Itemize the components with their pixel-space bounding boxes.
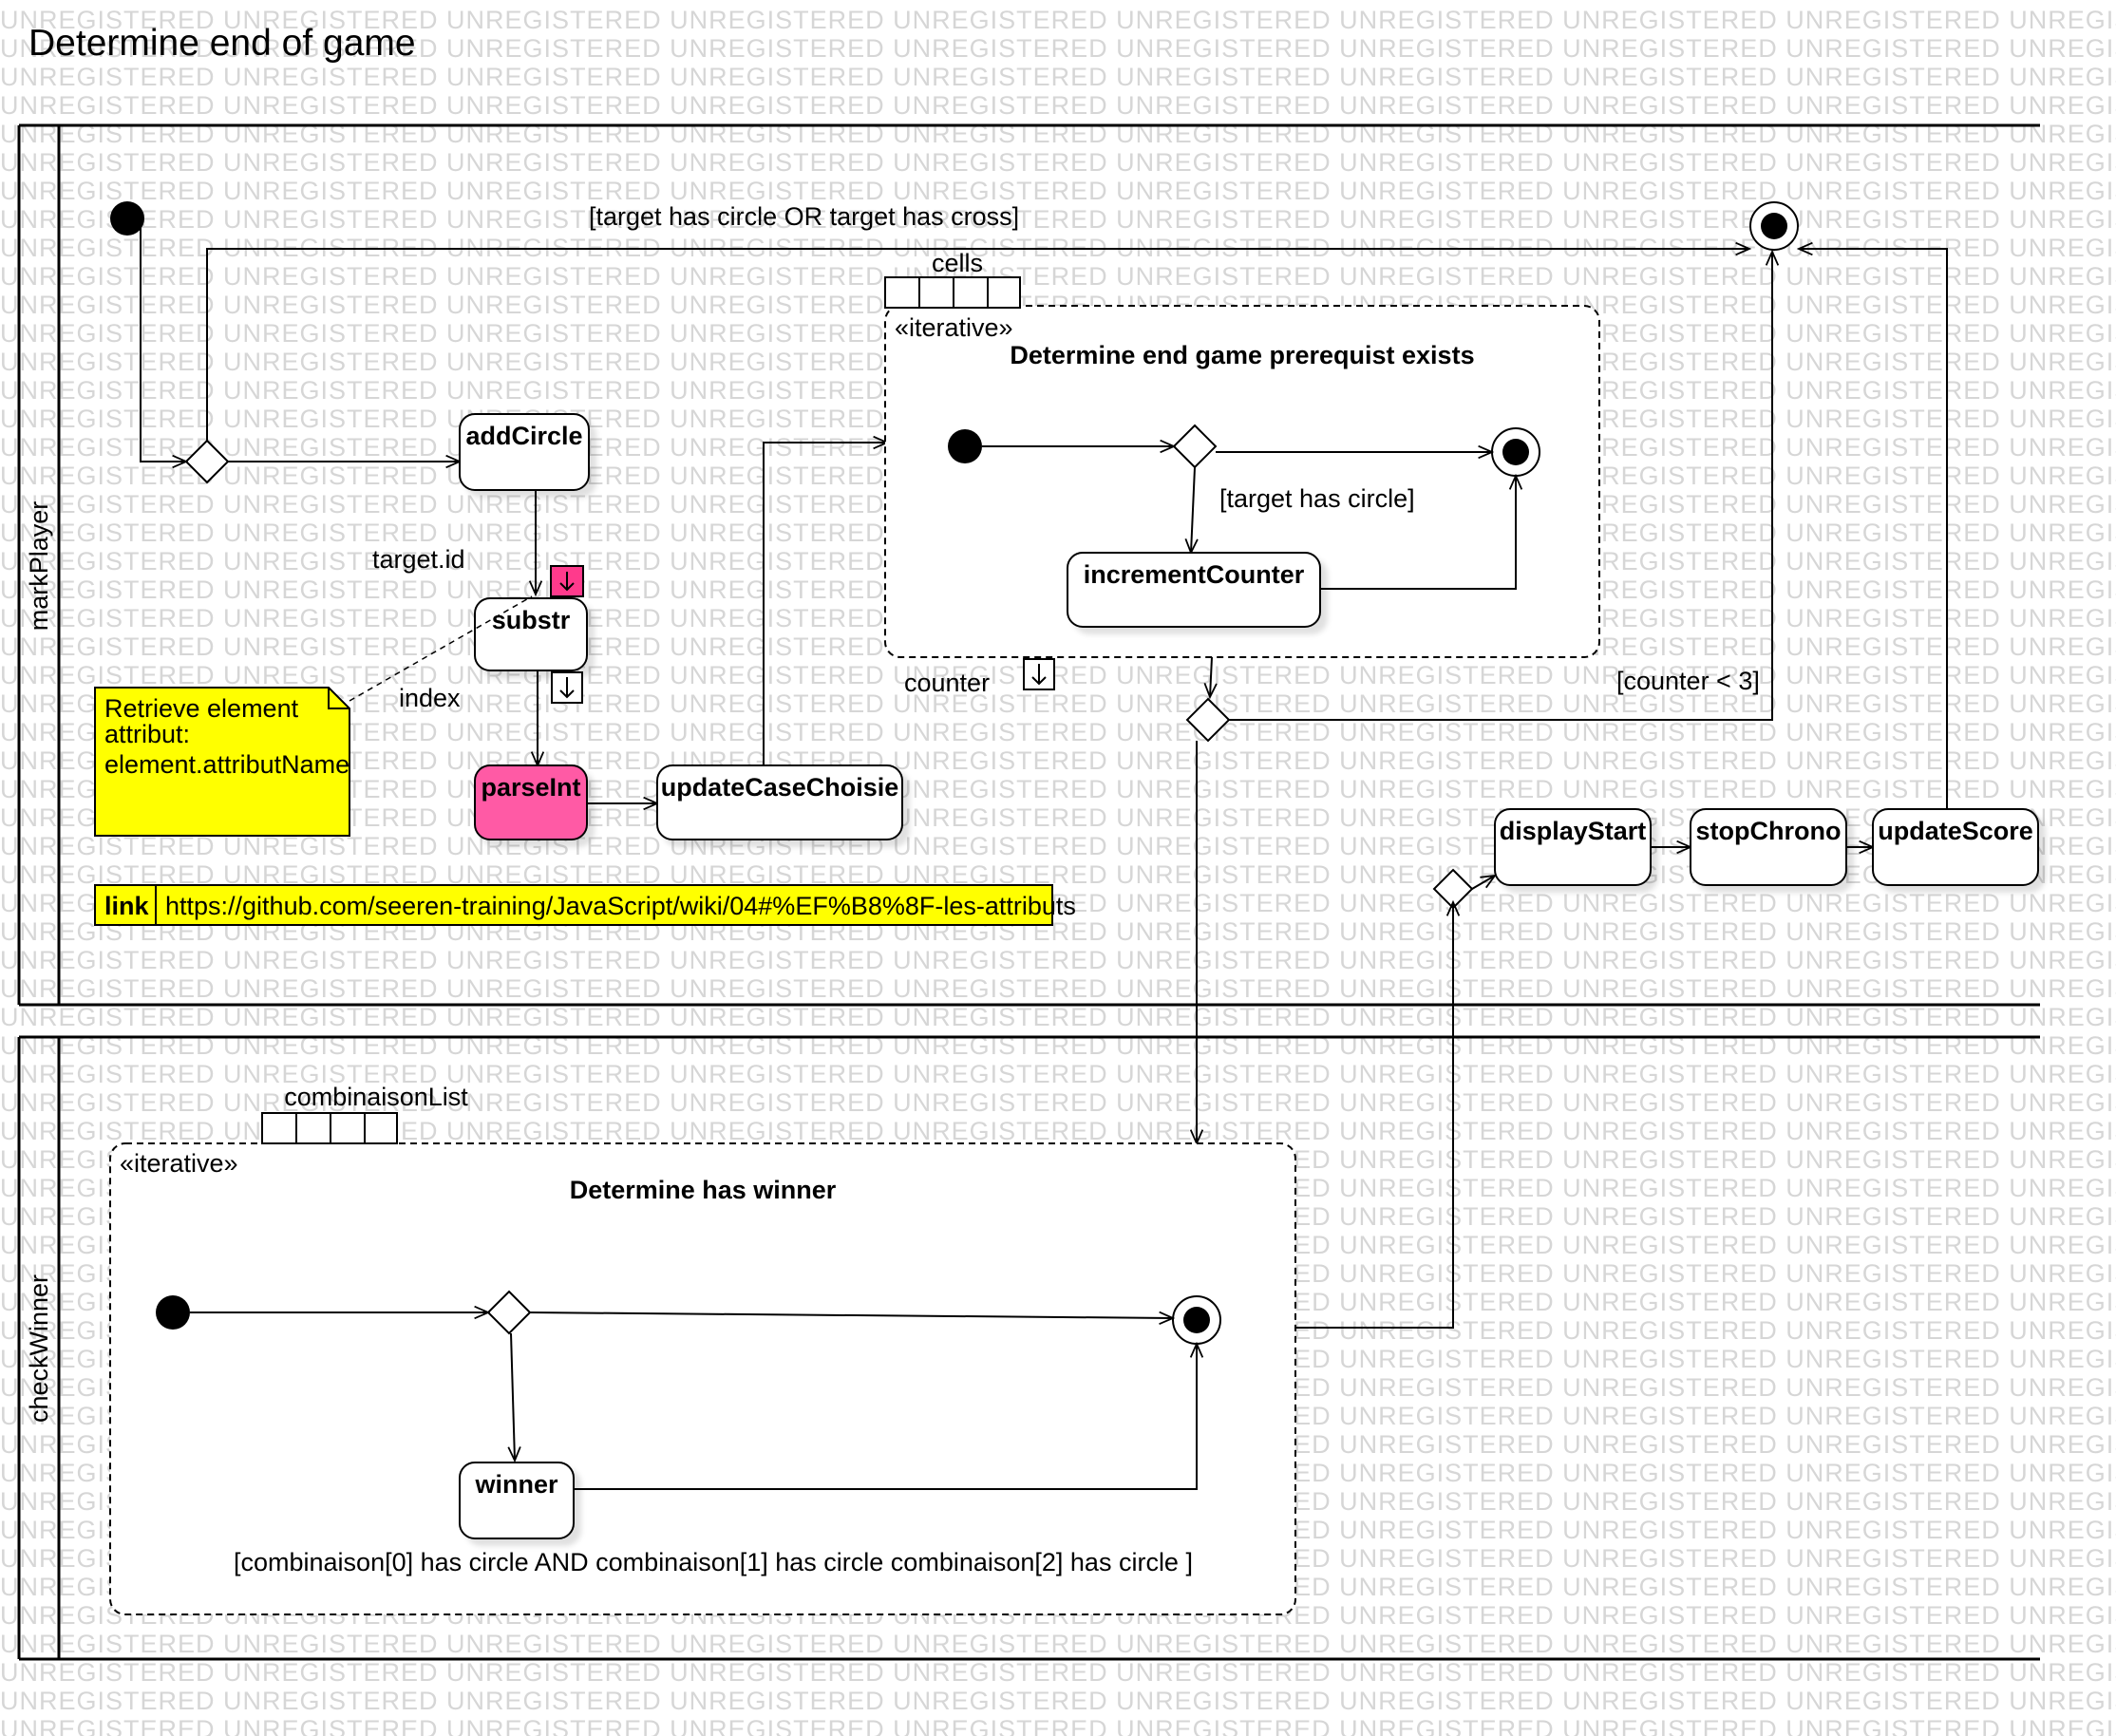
watermark-row: UNREGISTERED UNREGISTERED UNREGISTERED U… xyxy=(0,1630,2116,1658)
guard-target-circle: [target has circle] xyxy=(1219,484,1415,513)
region-endgame-input-label: cells xyxy=(932,249,983,277)
action-label-updatecasechoisie: updateCaseChoisie xyxy=(661,773,899,802)
watermark-row: UNREGISTERED UNREGISTERED UNREGISTERED U… xyxy=(0,1658,2116,1687)
final-node-markplayer[interactable] xyxy=(1749,201,1799,251)
hyperlink-box[interactable] xyxy=(94,884,1053,926)
lane-label-checkWinner: checkWinner xyxy=(25,1274,53,1423)
watermark-row: UNREGISTERED UNREGISTERED UNREGISTERED U… xyxy=(0,262,2116,291)
watermark-row: UNREGISTERED UNREGISTERED UNREGISTERED U… xyxy=(0,205,2116,234)
decision-node-counter[interactable] xyxy=(1185,697,1231,743)
note-anchor-line xyxy=(349,595,533,702)
region-endgame-input-pin[interactable] xyxy=(884,276,1021,309)
watermark-row: UNREGISTERED UNREGISTERED UNREGISTERED U… xyxy=(0,775,2116,803)
region-winner-stereotype: «iterative» xyxy=(120,1149,238,1178)
action-updatescore[interactable] xyxy=(1872,808,2039,886)
action-label-parseint: parseInt xyxy=(481,773,580,802)
region-winner-title: Determine has winner xyxy=(570,1176,837,1204)
initial-node-winner[interactable] xyxy=(156,1295,190,1330)
guard-counter-lt3: [counter < 3] xyxy=(1616,667,1760,695)
watermark-row: UNREGISTERED UNREGISTERED UNREGISTERED U… xyxy=(0,34,2116,63)
action-label-updatescore: updateScore xyxy=(1878,817,2033,845)
pin-label-index: index xyxy=(399,684,461,712)
guard-target-filled: [target has circle OR target has cross] xyxy=(589,202,1019,231)
flow-decision-to-final xyxy=(206,249,1749,441)
link-label: link xyxy=(104,892,149,920)
guard-winner-combination: [combinaison[0] has circle AND combinais… xyxy=(234,1548,1193,1576)
action-label-displaystart: displayStart xyxy=(1500,817,1647,845)
flow-region-to-counter-decision xyxy=(1210,656,1212,697)
region-determine-has-winner[interactable] xyxy=(109,1142,1296,1615)
decision-node-target-filled[interactable] xyxy=(184,439,230,484)
decision-node-winner[interactable] xyxy=(486,1290,532,1335)
diagram-title: Determine end of game xyxy=(28,23,416,64)
action-updatecasechoisie[interactable] xyxy=(656,764,903,840)
note-line3: element.attributName xyxy=(104,750,350,779)
action-incrementcounter[interactable] xyxy=(1067,552,1321,628)
region-endgame-output-label: counter xyxy=(904,669,990,697)
action-label-substr: substr xyxy=(492,606,571,634)
action-label-incrementcounter: incrementCounter xyxy=(1084,560,1305,589)
watermark-row: UNREGISTERED UNREGISTERED UNREGISTERED U… xyxy=(0,63,2116,91)
region-endgame-title: Determine end game prerequist exists xyxy=(1010,341,1474,369)
flow-decision-to-displaystart xyxy=(1471,876,1495,890)
region-winner-input-pin[interactable] xyxy=(261,1112,398,1144)
flow-initial-to-decision xyxy=(140,218,186,462)
flow-endgame-decision-to-increment xyxy=(1191,466,1195,553)
watermark-row: UNREGISTERED UNREGISTERED UNREGISTERED U… xyxy=(0,148,2116,177)
final-node-winner[interactable] xyxy=(1172,1295,1221,1345)
pin-label-target-id: target.id xyxy=(372,545,465,574)
flow-winner-decision-to-final xyxy=(529,1312,1173,1318)
flow-counter-lt3-to-final xyxy=(1229,252,1772,721)
flow-updatecasechoisie-to-region xyxy=(763,443,887,765)
watermark-row: UNREGISTERED UNREGISTERED UNREGISTERED U… xyxy=(0,1060,2116,1088)
watermark-row: UNREGISTERED UNREGISTERED UNREGISTERED U… xyxy=(0,1003,2116,1031)
watermark-row: UNREGISTERED UNREGISTERED UNREGISTERED U… xyxy=(0,946,2116,974)
final-node-endgame[interactable] xyxy=(1491,427,1540,477)
region-winner-input-label: combinaisonList xyxy=(284,1083,468,1111)
watermark-row: UNREGISTERED UNREGISTERED UNREGISTERED U… xyxy=(0,718,2116,746)
region-endgame-stereotype: «iterative» xyxy=(895,313,1013,342)
swimlane-checkWinner: checkWinner xyxy=(17,1035,2040,1661)
flow-checkwinner-to-decision xyxy=(1295,902,1453,1329)
watermark-row: UNREGISTERED UNREGISTERED UNREGISTERED U… xyxy=(0,91,2116,120)
region-endgame-prerequisite[interactable] xyxy=(884,305,1600,658)
action-stopchrono[interactable] xyxy=(1690,808,1847,886)
initial-node-markplayer[interactable] xyxy=(110,201,144,236)
action-label-winner: winner xyxy=(474,1470,558,1499)
flow-winner-to-final xyxy=(574,1344,1197,1490)
swimlane-markPlayer: markPlayer xyxy=(17,123,2040,1007)
watermark-row: UNREGISTERED UNREGISTERED UNREGISTERED U… xyxy=(0,1687,2116,1715)
initial-node-endgame[interactable] xyxy=(948,429,982,463)
action-label-addcircle: addCircle xyxy=(465,422,582,450)
action-winner[interactable] xyxy=(459,1462,575,1539)
note-line1: Retrieve element xyxy=(104,694,299,723)
watermark-row: UNREGISTERED UNREGISTERED UNREGISTERED U… xyxy=(0,689,2116,718)
flow-updatescore-to-final xyxy=(1799,249,1948,809)
watermark-row: UNREGISTERED UNREGISTERED UNREGISTERED U… xyxy=(0,1715,2116,1736)
flow-increment-to-endgame-final xyxy=(1320,476,1516,590)
action-addcircle[interactable] xyxy=(459,413,590,491)
lane-label-markPlayer: markPlayer xyxy=(25,501,53,632)
watermark-row: UNREGISTERED UNREGISTERED UNREGISTERED U… xyxy=(0,746,2116,775)
watermark-row: UNREGISTERED UNREGISTERED UNREGISTERED U… xyxy=(0,661,2116,689)
note-line2: attribut: xyxy=(104,720,190,748)
note-retrieve-attribute[interactable] xyxy=(94,687,350,837)
watermark-row: UNREGISTERED UNREGISTERED UNREGISTERED U… xyxy=(0,6,2116,34)
watermark-row: UNREGISTERED UNREGISTERED UNREGISTERED U… xyxy=(0,177,2116,205)
flow-winner-decision-to-winner xyxy=(511,1332,515,1461)
action-displaystart[interactable] xyxy=(1494,808,1652,886)
action-substr[interactable] xyxy=(474,597,588,671)
watermark-row: UNREGISTERED UNREGISTERED UNREGISTERED U… xyxy=(0,974,2116,1003)
action-label-stopchrono: stopChrono xyxy=(1696,817,1842,845)
link-url[interactable]: https://github.com/seeren-training/JavaS… xyxy=(165,892,1076,920)
